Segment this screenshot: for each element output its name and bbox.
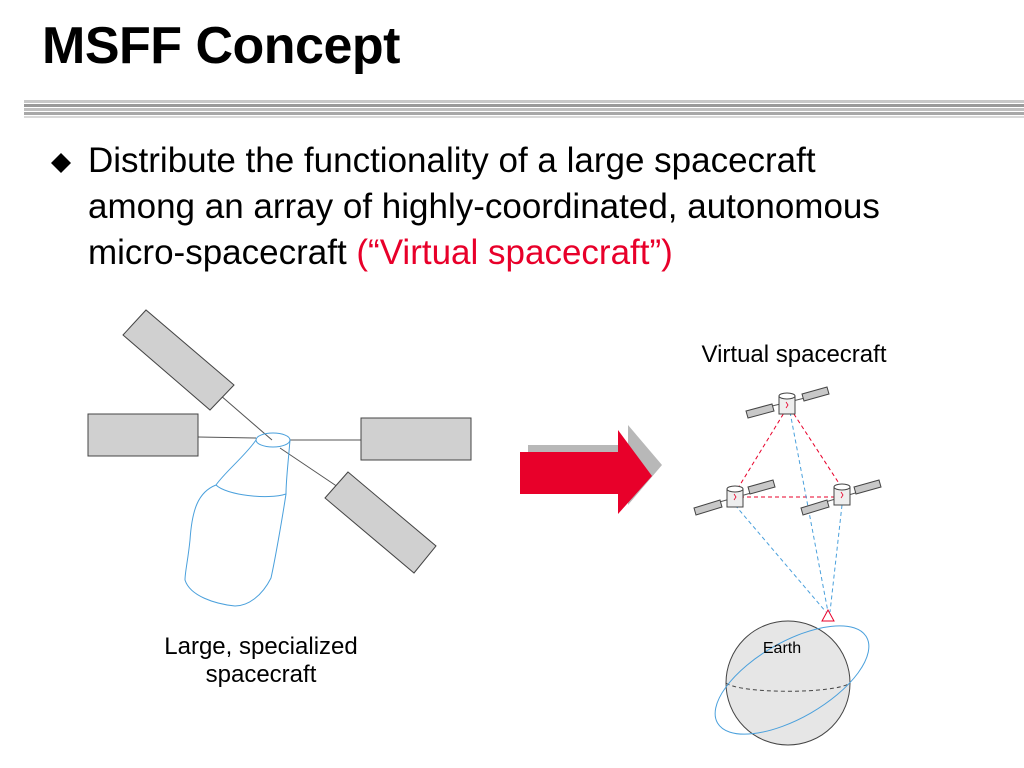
link-top-left xyxy=(734,407,788,494)
solar-panel-left xyxy=(87,413,199,457)
spacecraft-body-left xyxy=(184,439,257,607)
bullet-text: Distribute the functionality of a large … xyxy=(88,138,880,276)
earth xyxy=(714,608,870,746)
bullet-line-3-text: micro-spacecraft xyxy=(88,233,357,272)
solar-panel-lower-right xyxy=(324,471,437,574)
slide-title: MSFF Concept xyxy=(42,17,400,75)
boom-left xyxy=(197,436,257,439)
spacecraft-body-right xyxy=(234,439,291,607)
large-spacecraft-caption: Large, specialized spacecraft xyxy=(130,633,392,689)
orbit-ring xyxy=(714,625,870,735)
boom-upper-left xyxy=(219,394,273,441)
transform-arrow xyxy=(520,425,662,514)
large-spacecraft-caption-line2: spacecraft xyxy=(205,661,317,688)
diamond-bullet-icon xyxy=(51,153,71,173)
satellite-right xyxy=(800,479,882,516)
satellite-top xyxy=(745,386,830,419)
bullet-line-1: Distribute the functionality of a large … xyxy=(88,141,816,180)
virtual-spacecraft-caption: Virtual spacecraft xyxy=(701,341,887,368)
earth-equator xyxy=(725,682,851,692)
downlink-left xyxy=(734,504,827,613)
large-spacecraft xyxy=(87,309,472,607)
ground-station-icon xyxy=(821,608,835,622)
bullet-line-3: micro-spacecraft (“Virtual spacecraft”) xyxy=(88,230,880,276)
earth-label: Earth xyxy=(762,640,802,657)
boom-lower-right xyxy=(279,447,339,488)
link-top-right xyxy=(789,407,843,489)
satellite-left xyxy=(693,479,776,516)
downlink-right xyxy=(829,504,843,613)
title-divider xyxy=(24,100,1024,118)
virtual-spacecraft-highlight: (“Virtual spacecraft”) xyxy=(356,233,673,272)
spacecraft-body-band xyxy=(215,484,287,498)
arrow-icon xyxy=(520,430,652,514)
bullet-line-2: among an array of highly-coordinated, au… xyxy=(88,187,880,226)
spacecraft-top xyxy=(255,432,291,448)
virtual-spacecraft xyxy=(693,386,882,613)
solar-panel-right xyxy=(360,417,472,461)
large-spacecraft-caption-line1: Large, specialized xyxy=(164,633,358,660)
solar-panel-upper-left xyxy=(122,309,235,411)
